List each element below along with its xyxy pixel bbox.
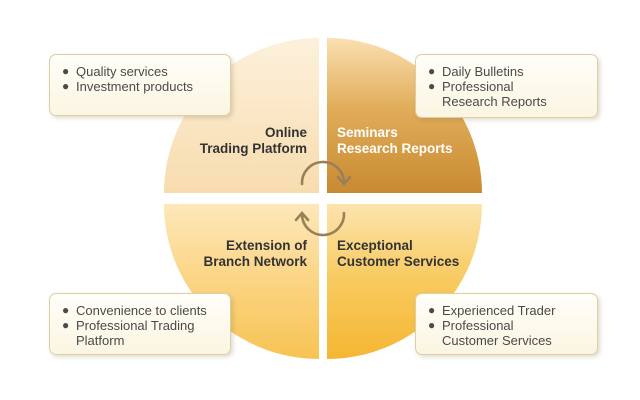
quadrant-label-top-left-line1: Online bbox=[265, 125, 307, 140]
bullet-icon: ● bbox=[428, 318, 436, 332]
callout-item-text: Professional Trading bbox=[76, 318, 195, 333]
callout-item-continuation: Customer Services bbox=[428, 333, 587, 348]
quadrant-label-top-right-line1: Seminars bbox=[337, 125, 398, 140]
callout-item-text: Experienced Trader bbox=[442, 303, 556, 318]
callout-top-left: ● Quality services ● Investment products bbox=[49, 54, 231, 116]
quadrant-bottom-right bbox=[327, 204, 482, 359]
callout-item: ● Professional bbox=[428, 79, 587, 94]
callout-item-text: Investment products bbox=[76, 79, 194, 94]
callout-item: ● Daily Bulletins bbox=[428, 64, 587, 79]
quadrant-label-top-right-line2: Research Reports bbox=[337, 141, 453, 156]
quadrant-label-bottom-right-line1: Exceptional bbox=[337, 238, 413, 253]
callout-item: ● Investment products bbox=[62, 79, 220, 94]
callout-bottom-right: ● Experienced Trader ● Professional Custom… bbox=[415, 293, 598, 355]
bullet-icon: ● bbox=[62, 79, 70, 93]
quadrant-label-bottom-right-line2: Customer Services bbox=[337, 254, 459, 269]
bullet-icon: ● bbox=[62, 64, 70, 78]
quadrant-bottom-left bbox=[164, 204, 319, 359]
callout-top-right: ● Daily Bulletins ● Professional Research … bbox=[415, 54, 598, 118]
bullet-icon: ● bbox=[62, 303, 70, 317]
bullet-icon: ● bbox=[62, 318, 70, 332]
callout-item-text: Professional bbox=[442, 318, 514, 333]
callout-item-text: Quality services bbox=[76, 64, 168, 79]
quadrant-label-top-left-line2: Trading Platform bbox=[200, 141, 307, 156]
quadrant-label-bottom-left-line2: Branch Network bbox=[203, 254, 307, 269]
quadrant-labels: Online Trading Platform Seminars Researc… bbox=[200, 125, 460, 269]
callout-item-continuation: Platform bbox=[62, 333, 220, 348]
callout-item-continuation: Research Reports bbox=[428, 94, 587, 109]
arrow-arc-bottom bbox=[300, 211, 346, 237]
callout-item-text: Professional bbox=[442, 79, 514, 94]
quadrant-label-bottom-left-line1: Extension of bbox=[226, 238, 308, 253]
callout-item: ● Convenience to clients bbox=[62, 303, 220, 318]
center-arrows bbox=[294, 160, 352, 237]
callout-item: ● Quality services bbox=[62, 64, 220, 79]
arrowhead-top bbox=[336, 175, 352, 186]
bullet-icon: ● bbox=[428, 64, 436, 78]
callout-item-text: Research Reports bbox=[442, 94, 547, 109]
callout-item-text: Customer Services bbox=[442, 333, 552, 348]
callout-item-text: Platform bbox=[76, 333, 125, 348]
callout-item-text: Daily Bulletins bbox=[442, 64, 524, 79]
callout-bottom-left: ● Convenience to clients ● Professional Tr… bbox=[49, 293, 231, 355]
circle-quadrants bbox=[164, 38, 482, 359]
quadrant-top-right bbox=[327, 38, 482, 193]
arrowhead-bottom bbox=[294, 211, 310, 222]
quadrant-top-left bbox=[164, 38, 319, 193]
callout-item: ● Experienced Trader bbox=[428, 303, 587, 318]
callout-item: ● Professional bbox=[428, 318, 587, 333]
arrow-arc-top bbox=[300, 160, 346, 186]
bullet-icon: ● bbox=[428, 303, 436, 317]
bullet-icon: ● bbox=[428, 79, 436, 93]
callout-item: ● Professional Trading bbox=[62, 318, 220, 333]
callout-item-text: Convenience to clients bbox=[76, 303, 207, 318]
